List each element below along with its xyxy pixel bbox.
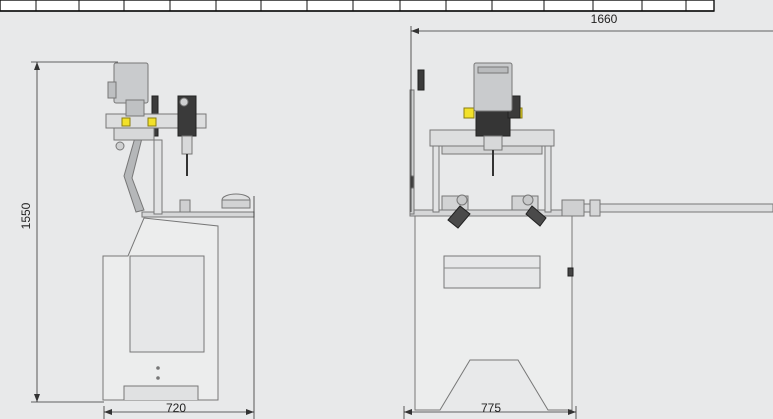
dim-label-720: 720 bbox=[166, 401, 186, 415]
front-column-left bbox=[432, 145, 440, 213]
front-column-right bbox=[544, 145, 552, 213]
extension-bar bbox=[575, 203, 773, 213]
dim-label-1660: 1660 bbox=[591, 12, 618, 26]
front-door-panel bbox=[443, 255, 541, 289]
dimension-arrows bbox=[34, 28, 576, 415]
dim-label-1550: 1550 bbox=[19, 202, 33, 229]
front-cabinet bbox=[414, 215, 573, 411]
side-motor bbox=[113, 62, 149, 104]
side-column bbox=[153, 139, 163, 215]
front-motor bbox=[473, 62, 513, 112]
dimension-lines bbox=[31, 26, 773, 419]
dim-label-775: 775 bbox=[481, 401, 501, 415]
header-table bbox=[0, 0, 715, 12]
side-view-machine bbox=[102, 62, 255, 401]
side-door-panel bbox=[129, 255, 205, 353]
front-view-machine bbox=[409, 62, 773, 411]
